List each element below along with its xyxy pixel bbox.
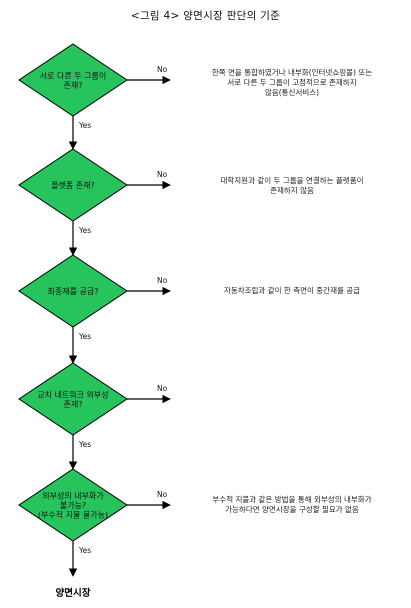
decision-question: 존재?: [64, 81, 83, 90]
yes-label: Yes: [78, 332, 91, 341]
no-note-text: 대학지원과 같이 두 그룹을 연결하는 플랫폼이: [220, 175, 363, 185]
decision-question: (부수적 지불 불가능): [38, 510, 108, 520]
figure-title: <그림 4> 양면시장 판단의 기준: [130, 10, 281, 22]
decision-question: 불가능?: [60, 500, 86, 510]
no-note-text: 않음(통신서비스): [265, 88, 319, 97]
yes-label: Yes: [78, 440, 91, 449]
decision-question: 외부성의 내부화가: [42, 491, 104, 501]
result-label: 양면시장: [56, 587, 91, 599]
no-note-text: 자동차조립과 같이 한 측면이 중간재를 공급: [224, 285, 360, 295]
yes-label: Yes: [78, 546, 91, 555]
no-label: No: [157, 65, 168, 74]
no-label: No: [157, 276, 168, 285]
yes-label: Yes: [78, 226, 91, 235]
no-note-text: 한쪽 면을 통합하였거나 내부화(인터넷쇼핑몰) 또는: [212, 67, 372, 77]
no-label: No: [157, 170, 168, 179]
no-note-text: 존재하지 않음: [270, 185, 314, 195]
no-label: No: [157, 384, 168, 393]
decision-question: 플랫폼 존재?: [51, 180, 95, 190]
decision-question: 최종재를 공급?: [48, 286, 99, 296]
no-note-text: 가능하다면 양면시장을 구성할 필요가 없음: [225, 504, 359, 514]
yes-label: Yes: [78, 121, 91, 130]
no-label: No: [157, 490, 168, 499]
no-note-text: 부수적 지불과 같은 방법을 통해 외부성의 내부화가: [212, 494, 371, 504]
decision-question: 서로 다른 두 그룹이: [40, 70, 107, 80]
decision-question: 교차 네트워크 외부성: [37, 389, 108, 399]
decision-question: 존재?: [64, 400, 83, 409]
no-note-text: 서로 다른 두 그룹이 고정적으로 존재하지: [227, 77, 356, 87]
